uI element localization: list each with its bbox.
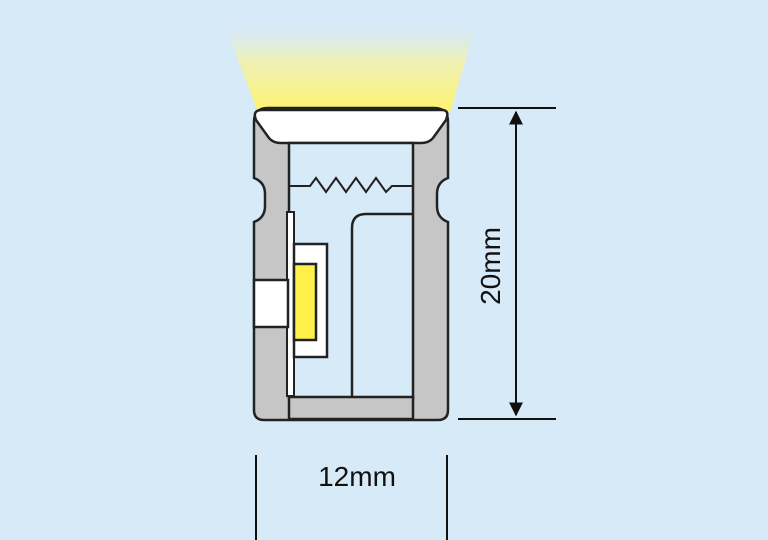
led-chip — [292, 262, 318, 342]
light-glow — [222, 18, 478, 112]
diffuser-lens — [253, 108, 449, 145]
cavity-base — [287, 395, 415, 421]
mounting-slot — [252, 278, 290, 329]
height-label: 20mm — [475, 227, 506, 305]
inner-channel — [350, 212, 413, 397]
width-label: 12mm — [318, 461, 396, 492]
zigzag-element — [289, 176, 413, 194]
